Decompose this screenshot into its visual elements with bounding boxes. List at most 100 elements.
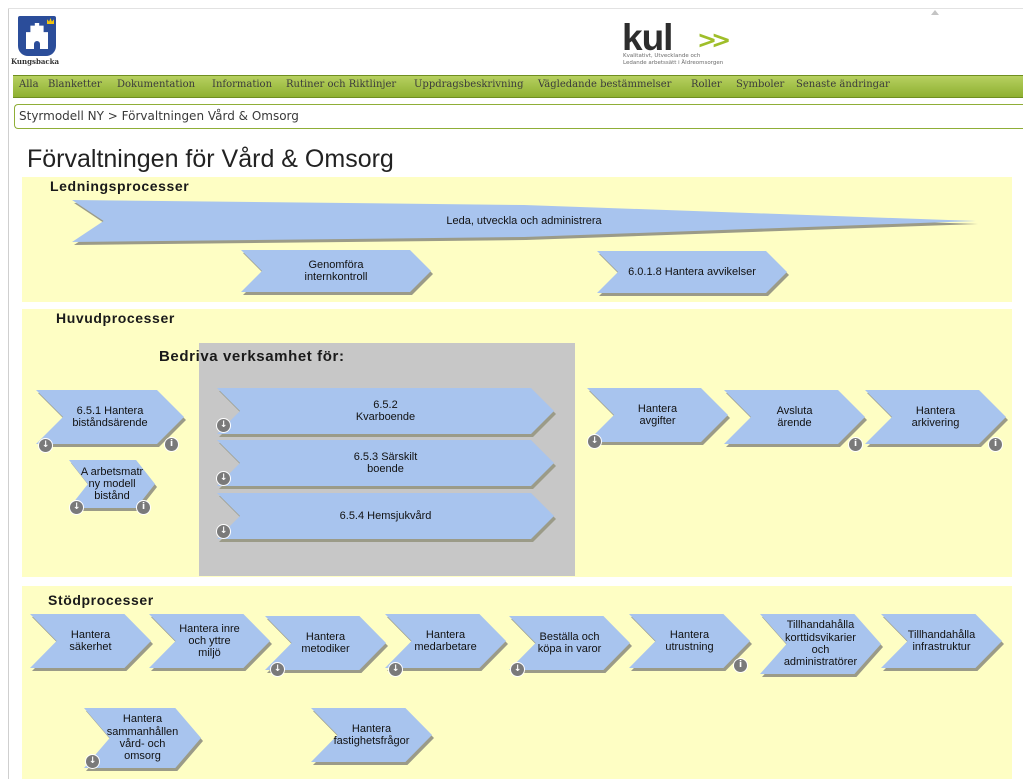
breadcrumb-text[interactable]: Styrmodell NY > Förvaltningen Vård & Oms… xyxy=(19,109,299,123)
process-hemsjukvard-label: 6.5.4 Hemsjukvård xyxy=(339,509,432,522)
process-bistand-shape xyxy=(36,390,186,447)
nav-item-vagledande[interactable]: Vägledande bestämmelser xyxy=(538,79,672,90)
process-utrustning-arrow xyxy=(629,614,750,668)
drilldown-icon-arbetsmatris[interactable]: ↓ xyxy=(69,500,84,515)
process-leda-arrow xyxy=(72,200,976,242)
process-utrustning-shape xyxy=(629,614,752,671)
scroll-up-icon[interactable] xyxy=(931,10,939,15)
nav-item-uppdragsbeskrivning[interactable]: Uppdragsbeskrivning xyxy=(414,79,524,90)
kul-logo[interactable]: kul xyxy=(622,17,673,58)
drilldown-icon-metodiker[interactable]: ↓ xyxy=(270,662,285,677)
process-miljo-arrow xyxy=(149,614,270,668)
breadcrumb: Styrmodell NY > Förvaltningen Vård & Oms… xyxy=(14,104,1023,129)
drilldown-icon-bistand[interactable]: ↓ xyxy=(38,438,53,453)
process-hemsjukvard[interactable]: 6.5.4 Hemsjukvård xyxy=(217,493,556,542)
drilldown-icon-sammanhallen[interactable]: ↓ xyxy=(85,754,100,769)
process-kvarboende-arrow xyxy=(217,388,554,434)
nav-item-information[interactable]: Information xyxy=(212,79,273,90)
nav-item-rutiner[interactable]: Rutiner och Riktlinjer xyxy=(286,79,397,90)
process-bistand-arrow xyxy=(36,390,184,444)
process-miljo-shape xyxy=(149,614,272,671)
info-icon-utrustning[interactable]: i xyxy=(733,658,748,673)
kungsbacka-crest-icon[interactable] xyxy=(18,16,56,56)
process-sammanhallen-arrow xyxy=(84,708,201,768)
process-kvarboende-shape xyxy=(217,388,556,437)
process-avsluta-arrow xyxy=(724,390,865,444)
info-icon-arbetsmatris[interactable]: i xyxy=(136,500,151,515)
drilldown-icon-bestalla[interactable]: ↓ xyxy=(510,662,525,677)
nav-item-senaste[interactable]: Senaste ändringar xyxy=(796,79,890,90)
process-avgifter-shape xyxy=(587,388,730,445)
process-sakerhet-arrow xyxy=(30,614,151,668)
drilldown-icon-kvarboende[interactable]: ↓ xyxy=(216,418,231,433)
nav-item-dokumentation[interactable]: Dokumentation xyxy=(117,79,196,90)
process-avvikelser-label: 6.0.1.8 Hantera avvikelser xyxy=(628,265,756,278)
drilldown-icon-hemsjukvard[interactable]: ↓ xyxy=(216,524,231,539)
process-avvikelser[interactable]: 6.0.1.8 Hantera avvikelser xyxy=(597,251,789,296)
drilldown-icon-avgifter[interactable]: ↓ xyxy=(587,434,602,449)
process-bestalla-arrow xyxy=(509,616,630,670)
drilldown-icon-sarskilt-boende[interactable]: ↓ xyxy=(216,471,231,486)
process-sarskilt-boende-arrow xyxy=(217,440,554,486)
nav-item-blanketter[interactable]: Blanketter xyxy=(48,79,102,90)
kul-tagline-2: Ledande arbetssätt i Äldreomsorgen xyxy=(623,60,724,66)
main-nav: Alla Blanketter Dokumentation Informatio… xyxy=(13,75,1023,98)
nav-item-alla[interactable]: Alla xyxy=(19,79,39,90)
process-sakerhet-shape xyxy=(30,614,153,671)
process-leda[interactable]: Leda, utveckla och administrera xyxy=(72,200,978,245)
crest-crown xyxy=(47,18,54,24)
process-avsluta-shape xyxy=(724,390,867,447)
municipality-label: Kungsbacka xyxy=(11,57,60,66)
process-bestalla-shape xyxy=(509,616,632,673)
info-icon-avsluta[interactable]: i xyxy=(848,437,863,452)
process-internkontroll-arrow xyxy=(241,250,431,292)
process-leda-shape xyxy=(72,200,978,245)
info-icon-arkivering[interactable]: i xyxy=(988,437,1003,452)
info-icon-bistand[interactable]: i xyxy=(164,437,179,452)
page-title: Förvaltningen för Vård & Omsorg xyxy=(27,145,394,173)
process-fastighet-arrow xyxy=(311,708,432,762)
process-arbetsmatris-shape xyxy=(69,460,157,511)
heading-huvudprocesser: Huvudprocesser xyxy=(56,310,175,326)
nav-item-roller[interactable]: Roller xyxy=(691,79,722,90)
process-hemsjukvard-arrow xyxy=(217,493,554,539)
drilldown-icon-medarbetare[interactable]: ↓ xyxy=(388,662,403,677)
crest-tower xyxy=(26,23,48,49)
process-medarbetare-arrow xyxy=(385,614,506,668)
nav-item-symboler[interactable]: Symboler xyxy=(736,79,785,90)
page-frame-top xyxy=(8,8,1023,9)
process-arkivering-shape xyxy=(865,390,1008,447)
process-leda-label: Leda, utveckla och administrera xyxy=(446,214,602,227)
process-fastighet-shape xyxy=(311,708,434,765)
crest-door xyxy=(34,41,40,49)
